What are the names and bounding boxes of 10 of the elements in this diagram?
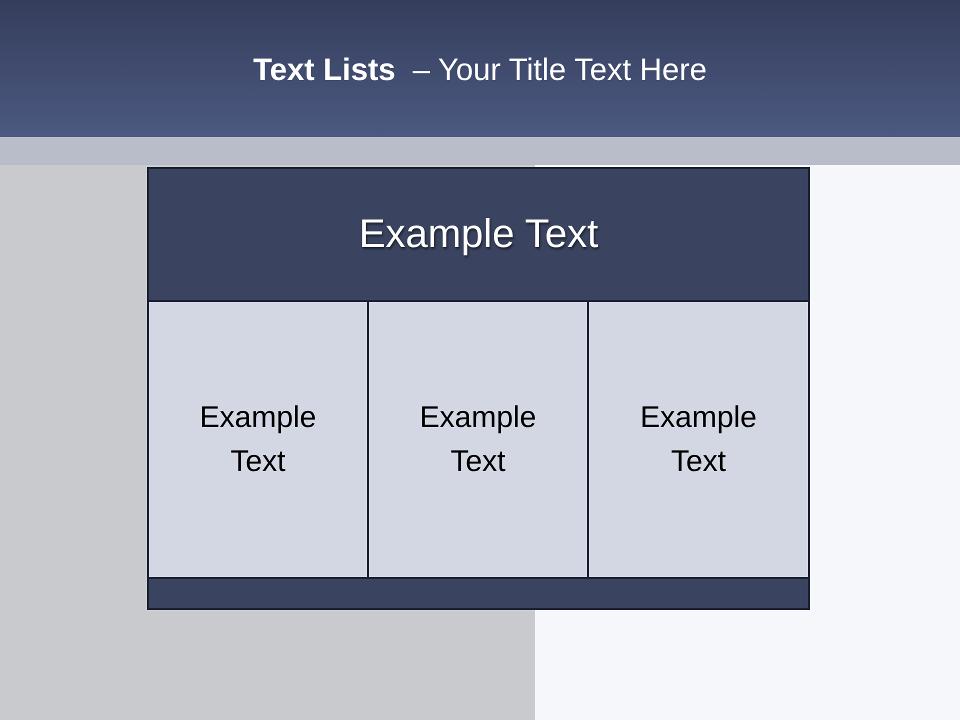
- header-band: [149, 169, 808, 300]
- slide-title: Text Lists – Your Title Text Here: [252, 52, 708, 88]
- column-panel: [369, 302, 587, 577]
- header-text: Example Text: [358, 212, 598, 257]
- column-text: Example Text: [418, 400, 538, 480]
- footer-bar: [149, 579, 808, 608]
- column-panel: [589, 302, 808, 577]
- column-text: Example Text: [198, 400, 318, 480]
- column-text: Example Text: [639, 400, 758, 480]
- column-panel: [149, 302, 367, 577]
